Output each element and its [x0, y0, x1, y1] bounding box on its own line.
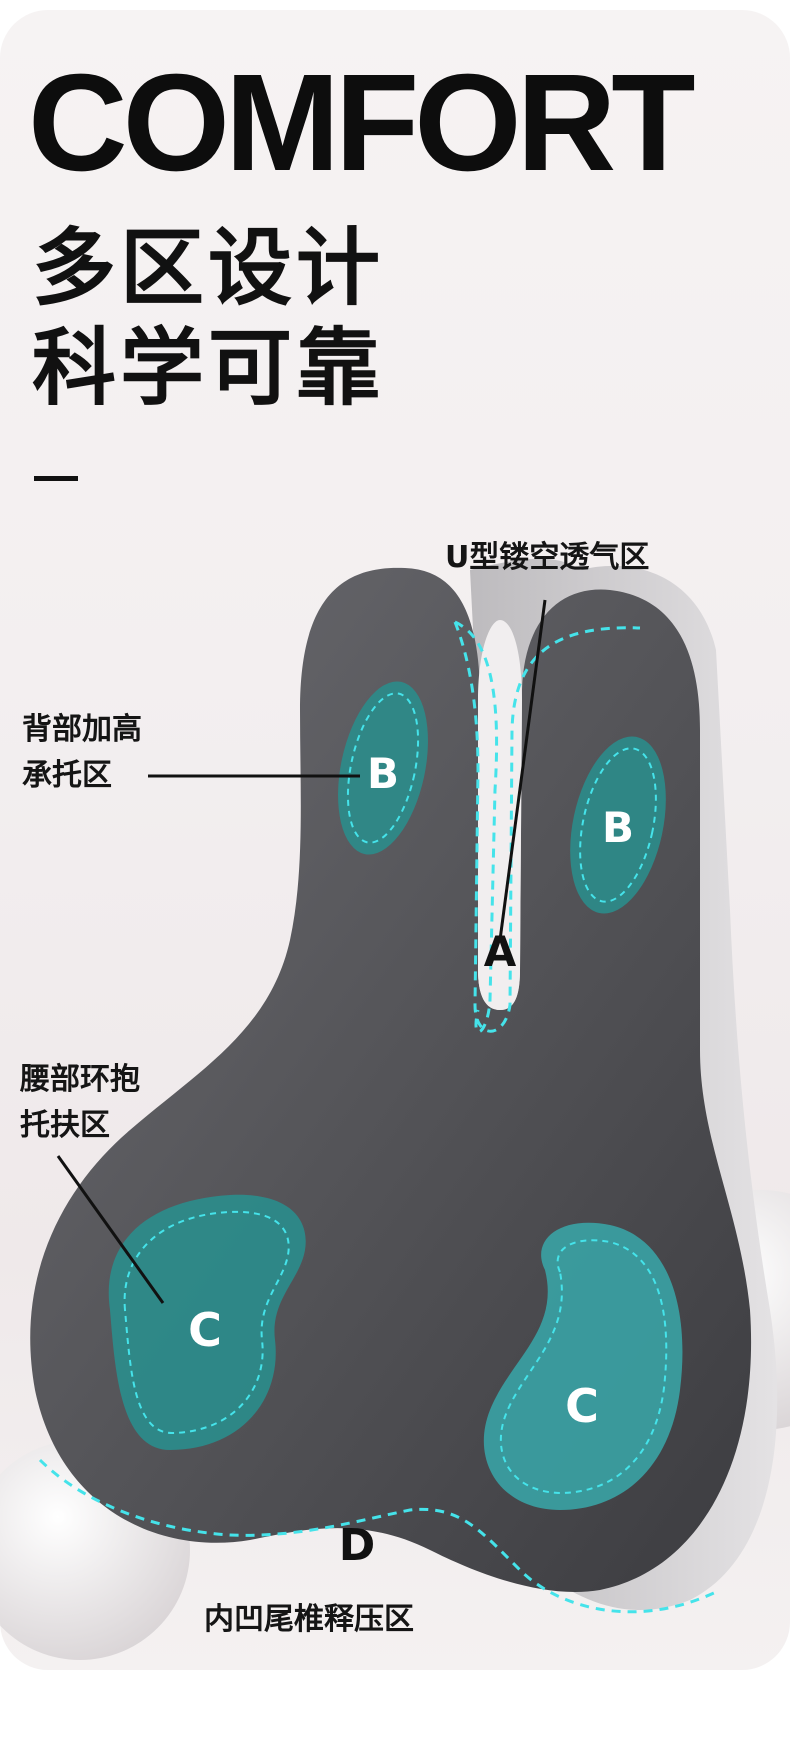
zone-letter-d: D — [339, 1520, 376, 1571]
leader-u-zone — [498, 599, 547, 941]
zone-letter-c-left: C — [188, 1303, 222, 1357]
label-tail: 内凹尾椎释压区 — [204, 1602, 414, 1637]
label-u-zone: U型镂空透气区 — [445, 540, 650, 575]
zone-b-left — [338, 681, 428, 855]
zone-c-left-dash — [123, 1210, 290, 1435]
zone-c-left — [108, 1194, 306, 1450]
divider — [34, 476, 78, 481]
cushion-illustration: A B B C C D — [0, 558, 790, 1660]
label-back-line-2: 承托区 — [22, 758, 112, 793]
label-waist-line-2: 托扶区 — [20, 1108, 110, 1143]
label-back-line-1: 背部加高 — [22, 712, 142, 747]
zone-letter-a: A — [484, 927, 517, 976]
u-zone-dash — [453, 620, 641, 1034]
zone-c-right — [483, 1222, 683, 1510]
subtitle-line-2: 科学可靠 — [32, 319, 385, 417]
zone-b-left-dash — [346, 692, 420, 844]
page-title: COMFORT — [28, 46, 696, 200]
zone-d-dash — [38, 1458, 721, 1614]
zone-letter-c-right: C — [565, 1379, 599, 1433]
zone-letter-b-left: B — [367, 749, 399, 798]
zone-letter-b-right: B — [602, 803, 634, 852]
zone-c-right-dash — [499, 1239, 668, 1495]
label-waist-line-1: 腰部环抱 — [20, 1062, 140, 1097]
subtitle-line-1: 多区设计 — [32, 219, 385, 317]
product-card: A B B C C D COMFORT 多区设计 科学可靠 U型镂空透气区 背部… — [0, 10, 790, 1670]
leader-waist — [56, 1155, 165, 1304]
zone-b-right — [570, 736, 666, 914]
zone-b-right-dash — [579, 747, 657, 903]
